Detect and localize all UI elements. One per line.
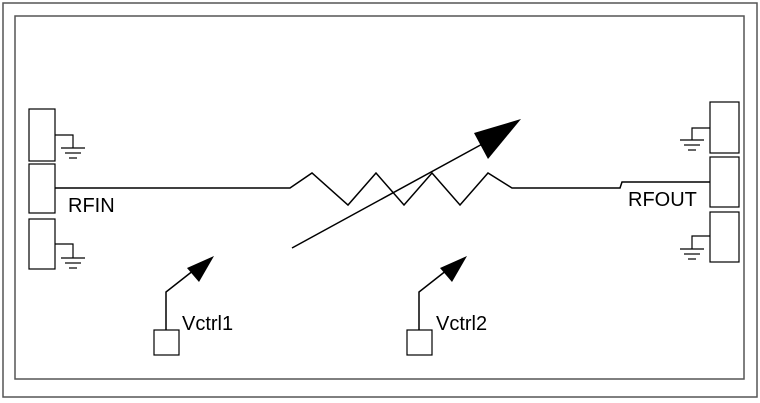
rfin-ground-wire-top — [55, 134, 74, 148]
vctrl2-arrow-icon — [440, 256, 467, 282]
outer-frame — [2, 2, 758, 398]
rfout-ground-wire-bottom — [691, 235, 710, 249]
rfout-signal-pad[interactable] — [709, 156, 740, 208]
rfout-ground-wire-top — [691, 127, 710, 140]
vctrl1-wire — [165, 269, 195, 330]
vctrl2-pad[interactable] — [406, 329, 433, 356]
vctrl1-control: Vctrl1 — [153, 256, 233, 356]
rfout-ground-pad-bottom[interactable] — [709, 211, 740, 263]
ground-icon — [61, 257, 85, 269]
vctrl2-wire — [418, 269, 448, 330]
vctrl1-label: Vctrl1 — [182, 313, 233, 335]
vctrl1-pad[interactable] — [153, 329, 180, 356]
rfin-label: RFIN — [68, 195, 115, 217]
rfin-pad-group — [28, 108, 85, 270]
vctrl2-label: Vctrl2 — [436, 313, 487, 335]
ground-icon — [680, 248, 704, 260]
ground-icon — [61, 147, 85, 159]
rfout-label: RFOUT — [628, 189, 697, 211]
variable-arrow-head — [474, 119, 521, 159]
rfin-ground-pad-top[interactable] — [28, 108, 56, 162]
ground-icon — [680, 139, 704, 151]
vctrl1-arrow-icon — [187, 256, 214, 282]
rfin-ground-pad-bottom[interactable] — [28, 218, 56, 270]
rfout-pad-group — [680, 101, 740, 263]
inner-frame — [14, 15, 745, 380]
rfin-ground-wire-bottom — [55, 243, 74, 258]
variable-resistor-zigzag — [268, 171, 538, 207]
vctrl2-control: Vctrl2 — [406, 256, 487, 356]
rfin-signal-pad[interactable] — [28, 163, 56, 214]
rfout-ground-pad-top[interactable] — [709, 101, 740, 154]
variable-arrow-shaft — [291, 141, 487, 249]
rfout-signal-wire — [538, 181, 710, 189]
